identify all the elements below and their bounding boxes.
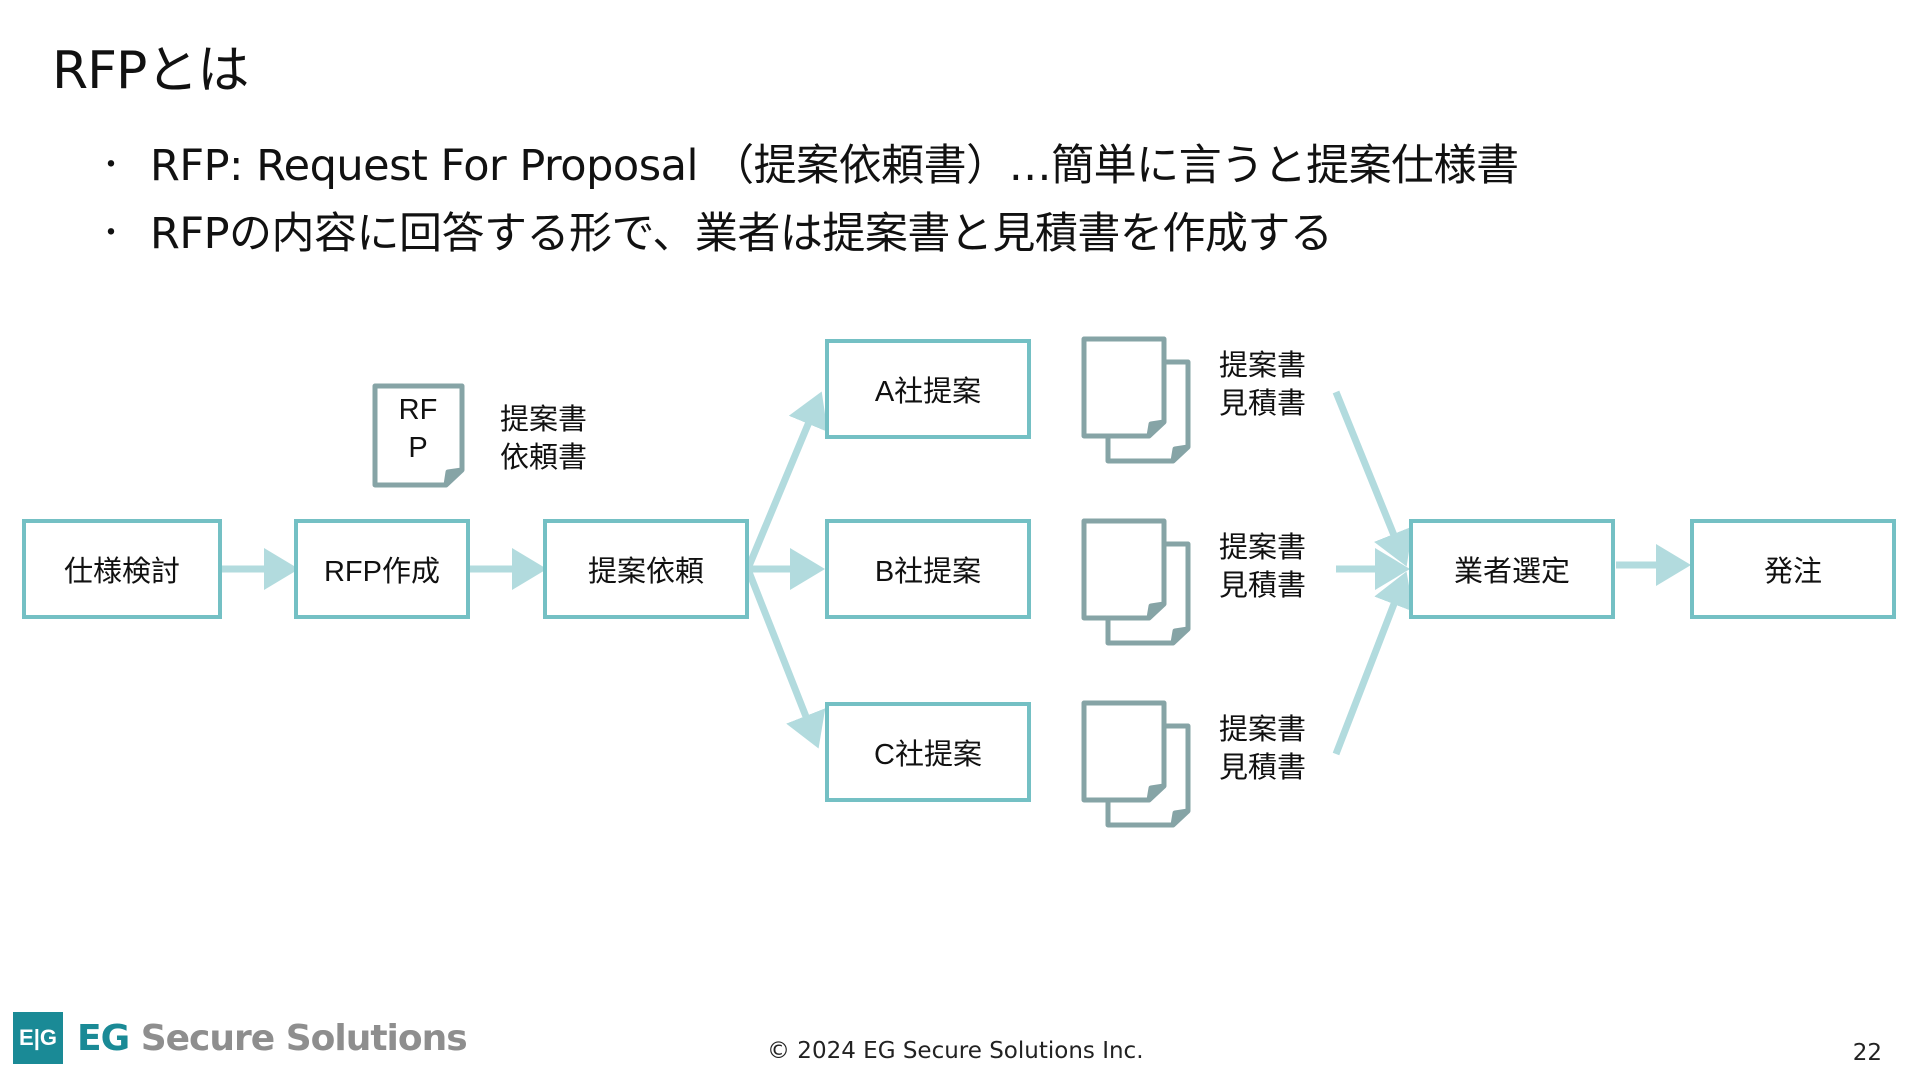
documents-icon-a xyxy=(1081,336,1191,464)
documents-icon-b xyxy=(1081,518,1191,646)
doc-label-line: 見積書 xyxy=(1219,570,1307,602)
copyright: © 2024 EG Secure Solutions Inc. xyxy=(767,1038,1144,1064)
rfp-doc-label-line: 依頼書 xyxy=(500,442,588,474)
proposal-doc-label-a: 提案書 見積書 xyxy=(1219,347,1306,423)
step-proposal-b: B社提案 xyxy=(825,519,1031,619)
step-vendor-select: 業者選定 xyxy=(1409,519,1615,619)
doc-label-line: 提案書 xyxy=(1219,714,1307,746)
bullet-list: ・ RFP: Request For Proposal （提案依頼書）…簡単に言う… xyxy=(90,132,1519,268)
logo-brand: EG xyxy=(77,1017,130,1059)
bullet-dot: ・ xyxy=(96,216,126,251)
step-spec-review: 仕様検討 xyxy=(22,519,222,619)
doc-label-line: 提案書 xyxy=(1219,350,1307,382)
logo-text: EG Secure Solutions xyxy=(77,1017,468,1059)
step-proposal-a: A社提案 xyxy=(825,339,1031,439)
doc-label-line: 見積書 xyxy=(1219,388,1307,420)
bullet-item: ・ RFPの内容に回答する形で、業者は提案書と見積書を作成する xyxy=(90,200,1519,268)
arrow-a-to-select xyxy=(1332,390,1413,567)
rfp-doc-line: RF xyxy=(398,394,438,426)
page-number: 22 xyxy=(1852,1040,1882,1066)
arrow-c-to-select xyxy=(1332,571,1414,756)
step-order: 発注 xyxy=(1690,519,1896,619)
step-proposal-c: C社提案 xyxy=(825,702,1031,802)
rfp-doc-line: P xyxy=(408,432,428,464)
step-rfp-create: RFP作成 xyxy=(294,519,470,619)
bullet-item: ・ RFP: Request For Proposal （提案依頼書）…簡単に言う… xyxy=(90,132,1519,200)
document-icon xyxy=(372,383,465,488)
logo-name: Secure Solutions xyxy=(140,1017,468,1059)
proposal-doc-label-b: 提案書 見積書 xyxy=(1219,529,1306,605)
company-logo: E|G EG Secure Solutions xyxy=(13,1012,468,1064)
doc-label-line: 提案書 xyxy=(1219,532,1307,564)
proposal-doc-label-c: 提案書 見積書 xyxy=(1219,711,1306,787)
rfp-doc-text: RF P xyxy=(378,391,458,467)
step-request-proposal: 提案依頼 xyxy=(543,519,749,619)
rfp-doc-label: 提案書 依頼書 xyxy=(500,401,587,477)
bullet-text: RFP: Request For Proposal （提案依頼書）…簡単に言うと… xyxy=(150,141,1519,191)
documents-icon-c xyxy=(1081,700,1191,828)
arrow-request-to-c xyxy=(745,570,826,749)
bullet-dot: ・ xyxy=(96,148,126,183)
doc-label-line: 見積書 xyxy=(1219,752,1307,784)
arrow-request-to-a xyxy=(745,391,828,568)
slide-title: RFPとは xyxy=(52,41,249,101)
logo-mark-icon: E|G xyxy=(13,1012,63,1064)
rfp-doc-label-line: 提案書 xyxy=(500,404,588,436)
bullet-text: RFPの内容に回答する形で、業者は提案書と見積書を作成する xyxy=(150,209,1333,259)
